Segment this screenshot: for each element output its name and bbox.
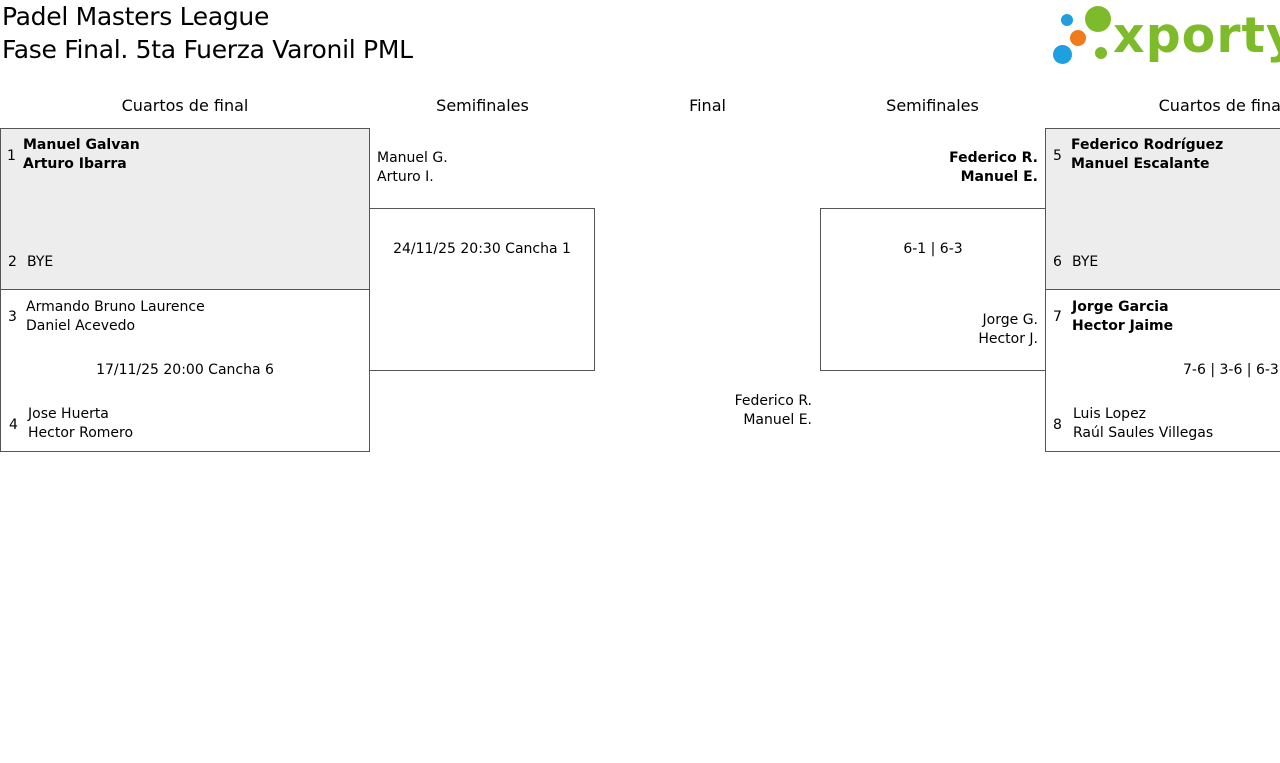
player-name: Manuel E. xyxy=(960,169,1038,185)
seed-number: 6 xyxy=(1053,254,1062,270)
player-name: Jorge G. xyxy=(982,312,1038,328)
player-name: Armando Bruno Laurence xyxy=(26,299,205,315)
match-qf-right-1[interactable]: 5 Federico Rodríguez Manuel Escalante 6 … xyxy=(1045,128,1280,290)
player-name: Raúl Saules Villegas xyxy=(1073,425,1214,441)
player-name: Hector J. xyxy=(978,331,1038,347)
seed-number: 7 xyxy=(1053,309,1062,325)
match-score: 6-1 | 6-3 xyxy=(903,241,963,257)
player-name: Federico R. xyxy=(734,393,812,409)
player-name: Manuel G. xyxy=(377,150,448,166)
league-title: Padel Masters League xyxy=(2,2,270,31)
sf-right-top-team: Federico R. Manuel E. xyxy=(820,149,1045,189)
logo-dot-blue-small-icon xyxy=(1061,14,1073,26)
match-schedule: 24/11/25 20:30 Cancha 1 xyxy=(393,241,571,257)
match-qf-left-1[interactable]: 1 Manuel Galvan Arturo Ibarra 2 BYE xyxy=(0,128,370,290)
player-name: BYE xyxy=(27,254,54,270)
logo-wordmark: xporty xyxy=(1113,7,1280,64)
seed-number: 1 xyxy=(7,148,16,164)
player-name: Manuel E. xyxy=(743,412,812,428)
logo-dot-green-small-icon xyxy=(1095,47,1107,59)
player-name: Manuel Galvan xyxy=(23,137,140,153)
round-label-sf-right: Semifinales xyxy=(886,96,979,115)
logo-dot-blue-icon xyxy=(1053,45,1072,64)
match-qf-left-2[interactable]: 3 Armando Bruno Laurence Daniel Acevedo … xyxy=(0,289,370,452)
match-score: 7-6 | 3-6 | 6-3 xyxy=(1183,362,1279,378)
player-name: Federico R. xyxy=(949,150,1038,166)
player-name: Daniel Acevedo xyxy=(26,318,136,334)
player-name: Arturo Ibarra xyxy=(23,156,127,172)
logo-dot-orange-icon xyxy=(1070,30,1086,46)
player-name: Arturo I. xyxy=(377,169,434,185)
round-label-qf-left: Cuartos de final xyxy=(121,96,249,115)
round-label-qf-right: Cuartos de final xyxy=(1158,96,1280,115)
seed-number: 3 xyxy=(8,309,17,325)
match-sf-right[interactable]: 6-1 | 6-3 Jorge G. Hector J. xyxy=(820,208,1046,371)
round-label-final: Final xyxy=(689,96,726,115)
player-name: Jorge Garcia xyxy=(1072,299,1169,315)
match-schedule: 17/11/25 20:00 Cancha 6 xyxy=(96,362,274,378)
seed-number: 4 xyxy=(9,417,18,433)
phase-title: Fase Final. 5ta Fuerza Varonil PML xyxy=(2,35,413,64)
player-name: BYE xyxy=(1072,254,1099,270)
sf-left-top-team: Manuel G. Arturo I. xyxy=(370,149,595,189)
player-name: Jose Huerta xyxy=(28,406,109,422)
seed-number: 5 xyxy=(1053,148,1062,164)
player-name: Hector Jaime xyxy=(1072,318,1174,334)
player-name: Federico Rodríguez xyxy=(1071,137,1224,153)
round-label-sf-left: Semifinales xyxy=(436,96,529,115)
final-match[interactable]: Federico R. Manuel E. xyxy=(595,390,820,435)
seed-number: 8 xyxy=(1053,417,1062,433)
match-qf-right-2[interactable]: 7 Jorge Garcia Hector Jaime 7-6 | 3-6 | … xyxy=(1045,289,1280,452)
seed-number: 2 xyxy=(8,254,17,270)
xporty-logo: xporty xyxy=(1050,4,1280,68)
player-name: Manuel Escalante xyxy=(1071,156,1210,172)
player-name: Hector Romero xyxy=(28,425,134,441)
logo-dot-green-icon xyxy=(1085,6,1111,32)
match-sf-left[interactable]: 24/11/25 20:30 Cancha 1 xyxy=(369,208,595,371)
player-name: Luis Lopez xyxy=(1073,406,1147,422)
